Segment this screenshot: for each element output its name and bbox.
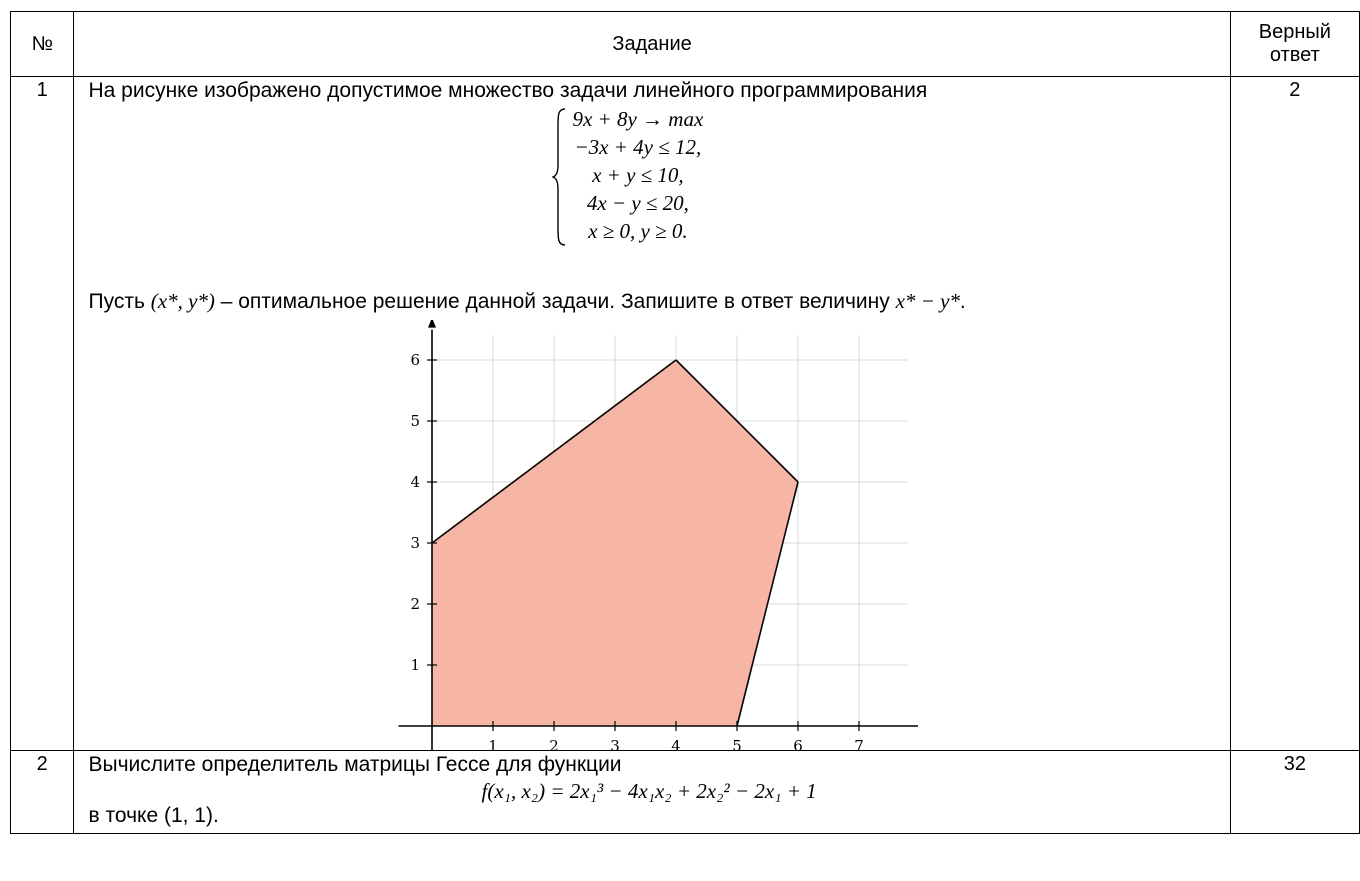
statement-text: Пусть [88,290,151,313]
region-boundary-edge [675,359,800,483]
y-axis-arrow-icon [428,320,437,328]
statement-math: x* − y* [895,289,960,313]
header-answer: Верный ответ [1229,11,1360,77]
x-tick-label: 1 [489,737,499,750]
statement-text: – оптимальное решение данной задачи. Зап… [214,290,896,313]
y-tick-label: 5 [411,412,421,430]
table-row: 1 На рисунке изображено допустимое множе… [9,76,1360,751]
statement-math: (x*, y*) [150,289,215,313]
constraint-line: 4x − y ≤ 20, [586,191,689,215]
task-table: № Задание Верный ответ 1 На рисунке изоб… [9,11,1360,834]
y-tick-label: 2 [411,595,421,613]
constraint-line: −3x + 4y ≤ 12, [574,135,702,159]
task-statement: Пусть (x*, y*) – оптимальное решение дан… [88,287,1229,316]
answer-cell: 32 [1229,750,1360,834]
x-tick-label: 6 [794,737,804,750]
answer-cell: 2 [1229,76,1360,751]
y-tick-label: 1 [411,656,421,674]
feasible-region [432,360,799,726]
statement-text: . [959,290,966,313]
table-row: 2 Вычислите определитель матрицы Гессе д… [9,750,1360,834]
task-intro: Вычислите определитель матрицы Гессе для… [88,753,622,776]
row-number: 2 [9,750,75,834]
x-tick-label: 3 [611,737,621,750]
constraint-system: 9x + 8y → max −3x + 4y ≤ 12, x + y ≤ 10,… [552,107,792,249]
region-boundary-edge [432,359,677,544]
constraint-line: x + y ≤ 10, [592,163,684,187]
y-tick-label: 4 [411,473,421,491]
header-task: Задание [73,11,1231,77]
header-answer-line1: Верный [1258,21,1331,43]
task-cell: На рисунке изображено допустимое множест… [73,76,1231,751]
task-tail: в точке (1, 1). [88,804,219,827]
objective-line: 9x + 8y → max [572,107,704,131]
row-number: 1 [9,76,75,751]
task-intro: На рисунке изображено допустимое множест… [88,79,928,102]
y-tick-label: 3 [411,534,421,552]
system-lines: 9x + 8y → max −3x + 4y ≤ 12, x + y ≤ 10,… [572,105,703,245]
feasible-region-chart: 1234567123456xy [398,320,919,750]
task-cell: Вычислите определитель матрицы Гессе для… [73,750,1231,834]
brace-icon [552,108,566,246]
x-tick-label: 5 [733,737,743,750]
header-number: № [9,11,75,77]
x-tick-label: 4 [672,737,682,750]
header-answer-line2: ответ [1269,44,1320,66]
y-tick-label: 6 [411,351,421,369]
table-header-row: № Задание Верный ответ [9,11,1360,77]
constraint-line: x ≥ 0, y ≥ 0. [588,219,688,243]
x-tick-label: 7 [855,737,865,750]
x-tick-label: 2 [550,737,560,750]
function-formula: f(x₁, x₂) = 2x₁³ − 4x₁x₂ + 2x₂² − 2x₁ + … [481,779,817,803]
region-boundary-edge [736,481,800,727]
